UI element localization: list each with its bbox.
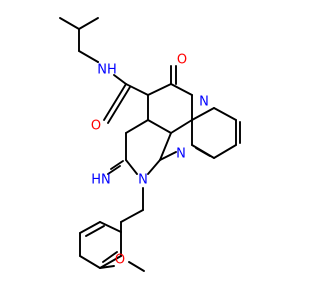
label-amide-o: O xyxy=(91,119,101,134)
bond-line xyxy=(107,165,121,175)
bond-line xyxy=(110,160,124,170)
bond-line xyxy=(147,159,161,175)
bond-line xyxy=(125,159,138,175)
bond-line xyxy=(147,83,172,96)
bond-line xyxy=(125,83,149,96)
bond-line xyxy=(103,83,127,121)
bond-line xyxy=(159,132,172,161)
bond-line xyxy=(78,17,99,30)
label-imine-hn: HN xyxy=(91,173,111,188)
bond-line xyxy=(99,255,122,269)
bond-line xyxy=(79,255,101,269)
bond-line xyxy=(170,119,193,134)
bond-line xyxy=(120,209,144,223)
bond-line xyxy=(78,50,99,63)
bond-line xyxy=(170,83,193,96)
atom-labels: NH O O HN N N N O xyxy=(91,53,209,268)
bond-line xyxy=(159,151,177,161)
bond-line xyxy=(59,17,80,30)
label-methoxy-o: O xyxy=(115,253,125,268)
bond-line xyxy=(125,119,149,134)
label-ring-o: O xyxy=(177,53,187,68)
bond-line xyxy=(128,261,145,272)
bond-line xyxy=(99,221,122,233)
label-ring-n1: N xyxy=(138,173,148,188)
label-ring-n2: N xyxy=(176,147,186,162)
bond-line xyxy=(191,107,215,121)
bond-line xyxy=(102,251,118,263)
molecule-structure: NH O O HN N N N O xyxy=(59,17,241,272)
bond-line xyxy=(79,221,101,234)
bond-line xyxy=(213,144,237,159)
label-ring-n3: N xyxy=(199,95,209,110)
bond-line xyxy=(213,107,237,121)
bond-line xyxy=(85,225,105,237)
bond-line xyxy=(147,119,172,134)
bond-lines xyxy=(59,17,241,272)
label-amide-nh: NH xyxy=(97,63,117,78)
bond-line xyxy=(195,147,211,157)
bond-line xyxy=(113,74,127,85)
bond-line xyxy=(107,86,131,124)
bond-line xyxy=(99,265,115,269)
